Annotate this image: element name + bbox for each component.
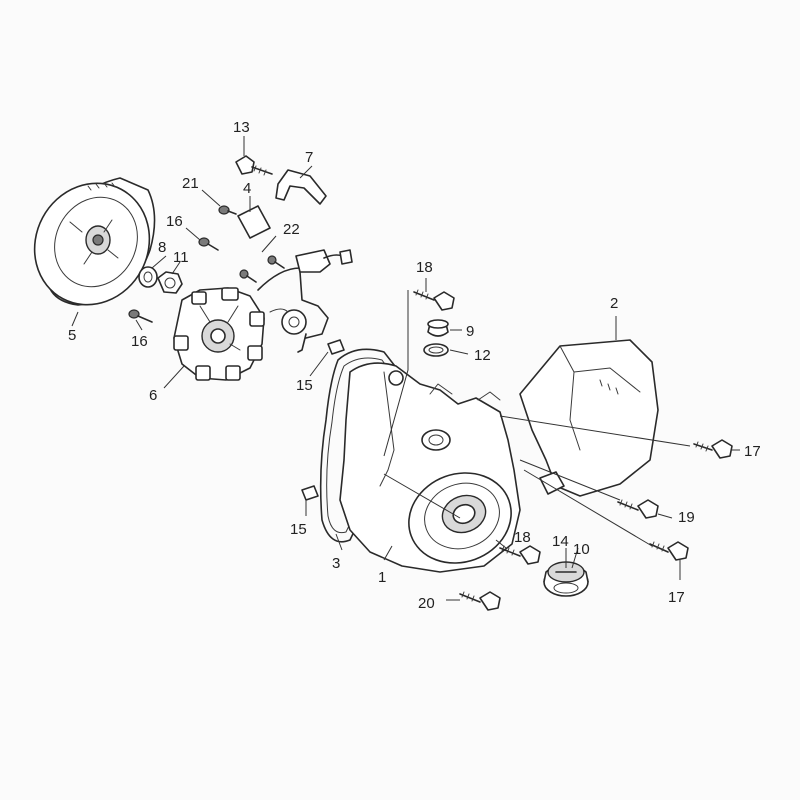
washer-8	[138, 266, 158, 288]
dowel-pin-15-lower	[301, 485, 319, 501]
callout-18-lower: 18	[514, 529, 531, 546]
side-cover-2	[519, 339, 659, 497]
stator-assembly	[173, 287, 265, 381]
bolt-18-upper	[413, 289, 455, 311]
callout-4: 4	[243, 180, 251, 197]
o-ring-13	[423, 343, 449, 357]
bolt-18-lower	[499, 545, 541, 565]
callout-1: 1	[378, 569, 386, 586]
callout-21: 21	[182, 175, 199, 192]
bracket-7	[275, 169, 327, 205]
callout-17-right: 17	[744, 443, 761, 460]
callout-11: 11	[173, 249, 189, 266]
callout-16-upper: 16	[166, 213, 183, 230]
callout-13: 12	[474, 347, 491, 364]
callout-20: 20	[418, 595, 435, 612]
callout-19: 19	[678, 509, 695, 526]
bolt-17-lower	[649, 541, 689, 561]
callout-15-upper: 15	[296, 377, 313, 394]
leader-lines	[71, 136, 740, 601]
bolt-20	[459, 591, 501, 611]
callout-17-lower: 17	[668, 589, 685, 606]
callout-10: 10	[573, 541, 590, 558]
callout-3: 3	[332, 555, 340, 572]
callout-12: 14	[552, 533, 569, 550]
callout-5: 5	[68, 327, 76, 344]
callout-14: 13	[233, 119, 250, 136]
callout-16-lower: 16	[131, 333, 148, 350]
flywheel-rotor	[33, 177, 156, 306]
oil-plug-9	[427, 319, 449, 337]
screw-16-upper	[198, 237, 219, 251]
callout-8: 8	[158, 239, 166, 256]
callout-18-upper: 18	[416, 259, 433, 276]
dowel-pin-15-upper	[327, 339, 345, 355]
screw-21	[218, 205, 237, 215]
key-4	[237, 205, 271, 239]
callout-9: 9	[466, 323, 474, 340]
screw-pulser-a	[239, 269, 257, 283]
crankcase-cover-1	[339, 362, 521, 573]
screw-16-lower	[128, 309, 153, 323]
cap-10-12	[543, 561, 589, 597]
bolt-14	[235, 155, 273, 176]
callout-6: 6	[149, 387, 157, 404]
callout-22: 22	[283, 221, 300, 238]
callout-15-lower: 15	[290, 521, 307, 538]
callout-labels: 13 7 21 4 16 22 8 11 5 16 6 15 15 3 1 18…	[68, 119, 761, 612]
callout-2: 2	[610, 295, 618, 312]
bolt-19	[617, 499, 659, 519]
pulser-coil-22	[257, 249, 353, 353]
callout-7: 7	[305, 149, 313, 166]
nut-11	[157, 271, 183, 294]
bolt-17-right	[693, 439, 733, 459]
screw-pulser-b	[267, 255, 285, 269]
